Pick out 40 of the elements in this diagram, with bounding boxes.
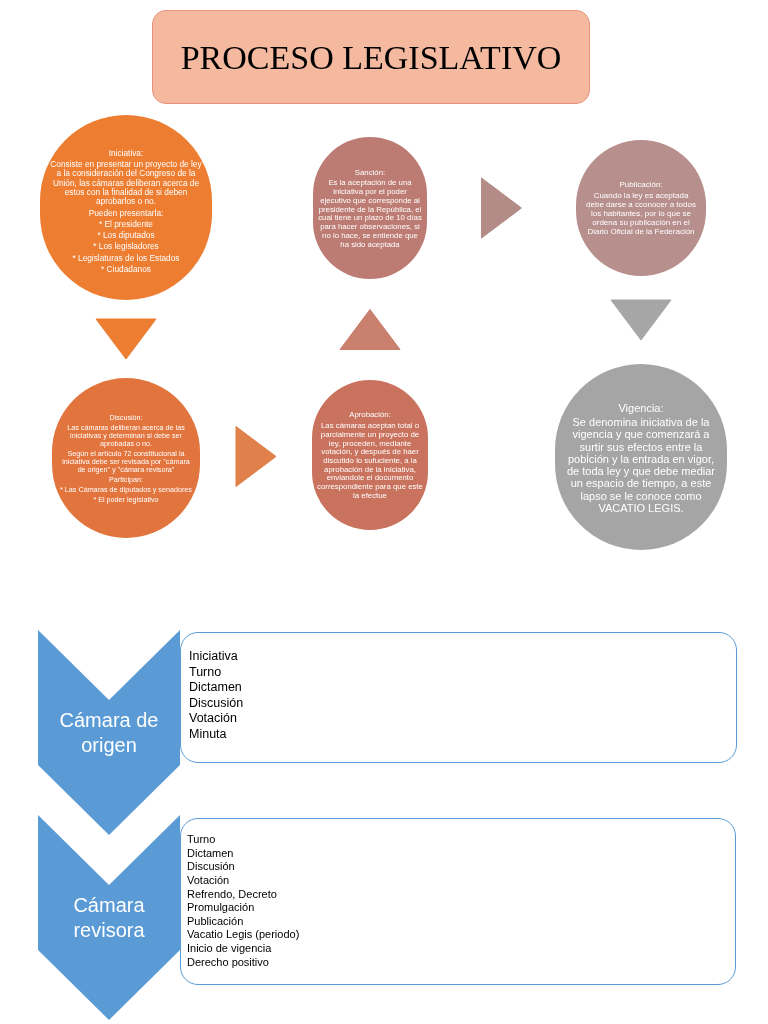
triangle-arrow (481, 177, 522, 239)
list-item: Dictamen (187, 846, 235, 861)
list-item: Vacatio Legis (periodo) (187, 928, 301, 942)
circle-text: Cuando la ley es aceptada debe darse a cconocer a todos los habitantes, por lo que se ordena su publicación en el Diario Oficial de la Federación (586, 192, 696, 237)
chevron-shape (38, 815, 180, 1020)
triangle-arrow (235, 426, 277, 487)
chevron-label: Cámara revisora (72, 893, 146, 943)
triangle-arrow (610, 299, 672, 341)
circle-text: * El presidente (99, 219, 153, 230)
list-item: Refrendo, Decreto (187, 887, 278, 902)
list-item: Publicación (187, 914, 245, 929)
triangle-arrow (339, 309, 401, 350)
list-item: Votación (187, 873, 231, 888)
list-item: Discusión (189, 695, 245, 711)
list-item: Inicio de vigencia (187, 942, 273, 956)
circle-heading: Vigencia: (618, 401, 664, 414)
list-item: Turno (189, 664, 223, 680)
list-item: Iniciativa (189, 649, 239, 665)
circle-heading: Iniciativa: (108, 148, 144, 159)
chevron-label: Cámara de origen (58, 708, 160, 758)
list-panel (180, 818, 736, 985)
list-item: Votación (189, 711, 238, 727)
list-item: Discusión (187, 860, 236, 874)
circle-text: * Los diputados (97, 231, 155, 241)
circle-text: Consiste en presentar un proyecto de ley a la consideración del Congreso de la Unión, las cámaras deliberan acerca de estos con la finalidad de si deben aprobarlos o no. (50, 160, 202, 207)
list-item: Dictamen (189, 680, 243, 696)
list-item: Turno (187, 833, 217, 847)
title: PROCESO LEGISLATIVO (180, 37, 562, 78)
circle-heading: Publicación: (619, 181, 663, 191)
list-item: Derecho positivo (187, 955, 270, 970)
triangle-arrow (95, 318, 157, 360)
circle-text: * Legislaturas de los Estados (72, 253, 180, 263)
list-item: Minuta (189, 726, 228, 742)
circle-text: Pueden presentarla: (88, 208, 164, 218)
circle-text: * Los legisladores (93, 242, 159, 252)
chevron-shape (38, 630, 180, 835)
circle-text: Se denomina iniciativa de la vigencia y que comenzará a surtir sus efectos entre la pobĺción y la entrada en vigor, de toda ley y que debe mediar un espacio de tiempo, a este lapso se le conoce como VACATIO LEGIS. (566, 415, 716, 515)
list-panel (180, 632, 737, 763)
circle-text: * Ciudadanos (101, 264, 151, 275)
list-item: Promulgación (187, 901, 256, 915)
